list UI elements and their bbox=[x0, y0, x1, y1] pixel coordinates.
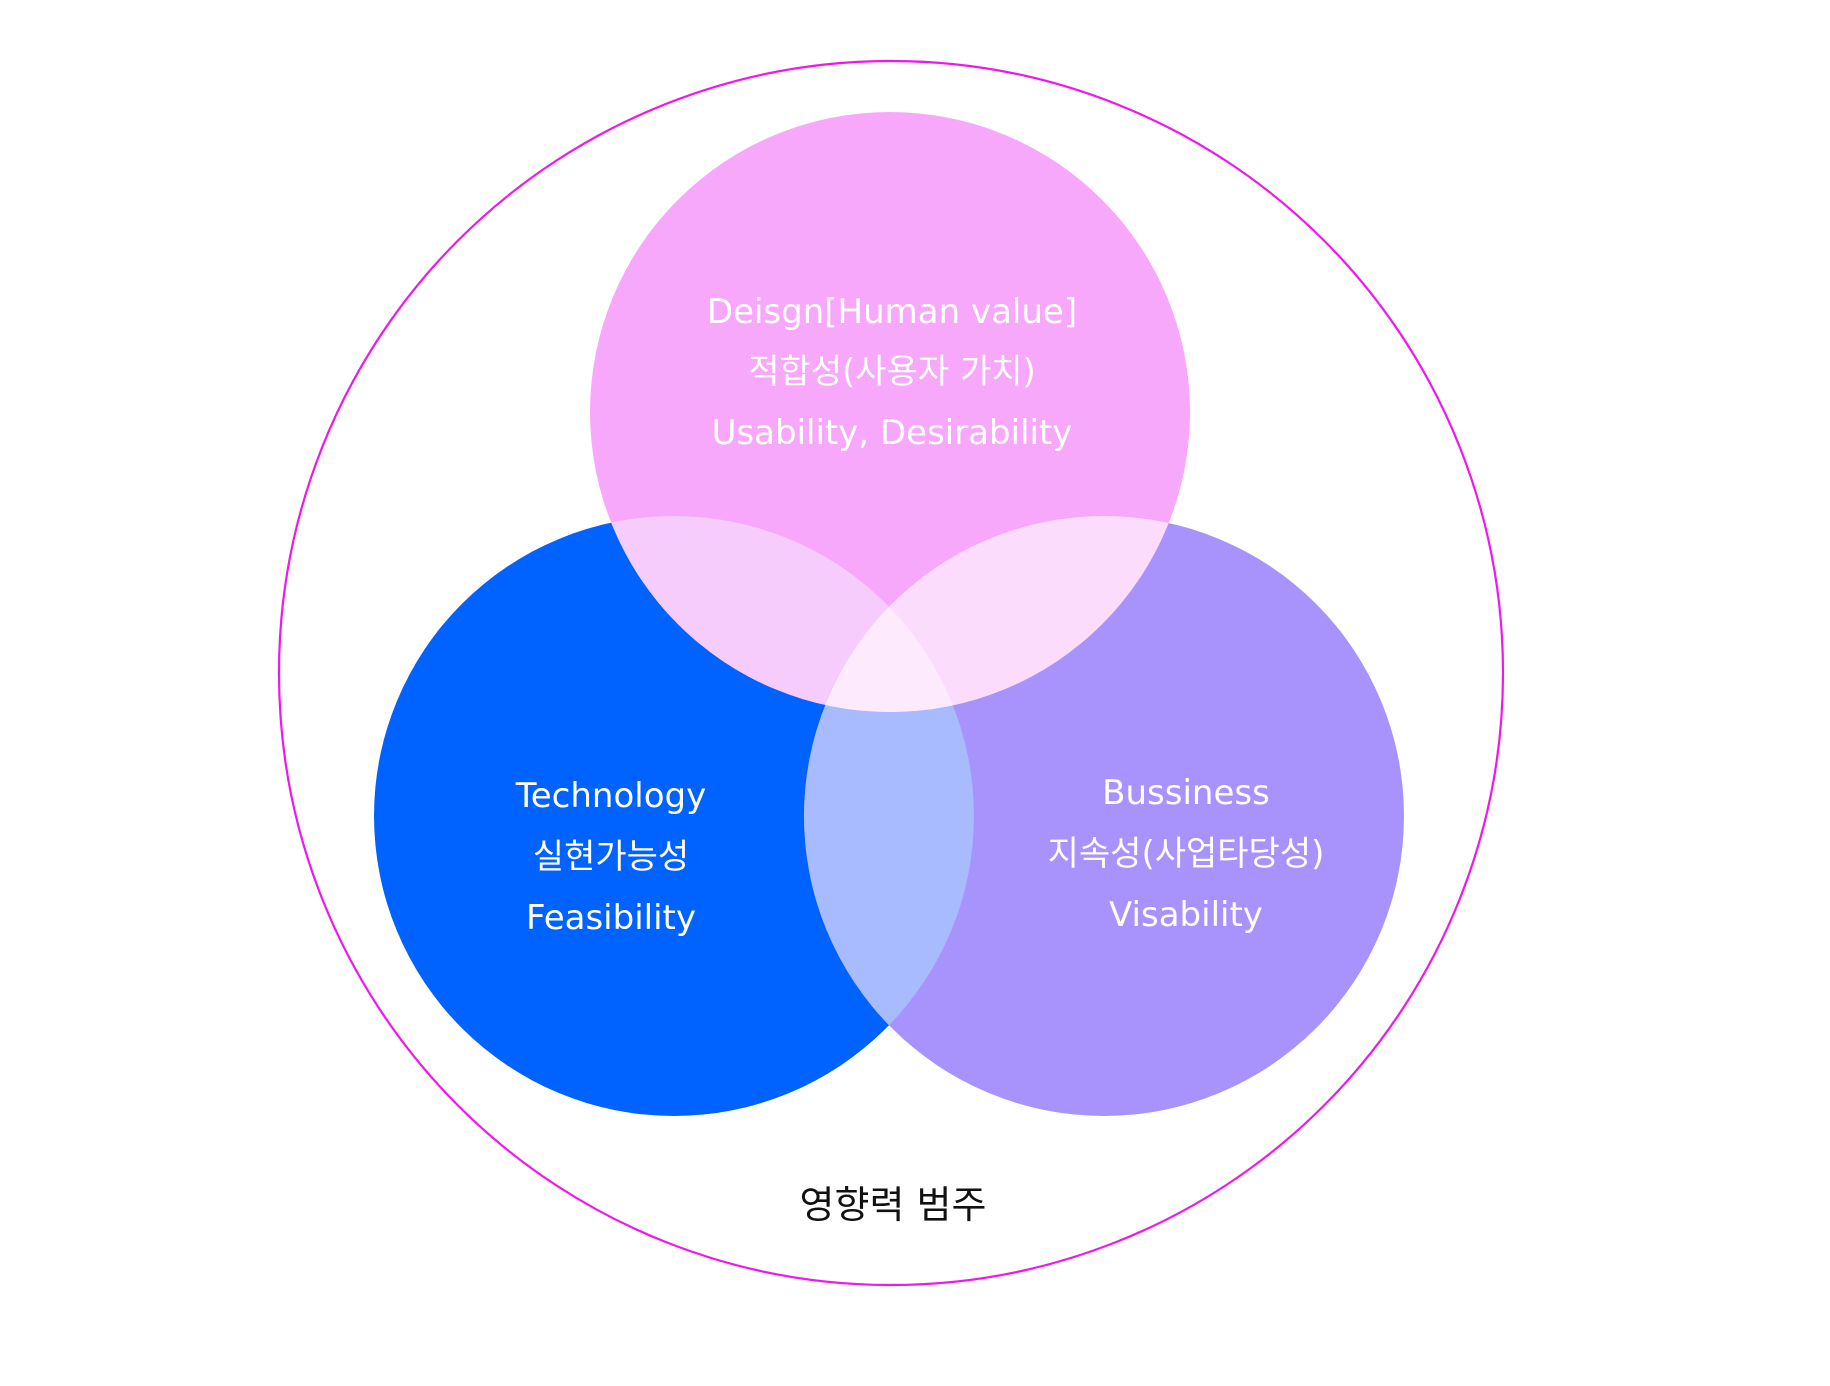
outer-scope-circle bbox=[277, 59, 1505, 1287]
technology-label-title: Technology bbox=[515, 776, 706, 816]
design-label-title: Deisgn[Human value] bbox=[707, 292, 1077, 332]
design-label-english: Usability, Desirability bbox=[712, 413, 1073, 453]
outer-scope-label: 영향력 범주 bbox=[800, 1183, 987, 1227]
business-label-korean: 지속성(사업타당성) bbox=[1048, 834, 1325, 874]
business-label-english: Visability bbox=[1109, 895, 1263, 935]
technology-label-english: Feasibility bbox=[526, 898, 696, 938]
design-technology-overlap bbox=[590, 516, 974, 712]
design-business-overlap bbox=[804, 516, 1190, 712]
technology-label-korean: 실현가능성 bbox=[533, 837, 689, 877]
business-label-title: Bussiness bbox=[1102, 773, 1270, 813]
design-label-korean: 적합성(사용자 가치) bbox=[748, 352, 1036, 392]
